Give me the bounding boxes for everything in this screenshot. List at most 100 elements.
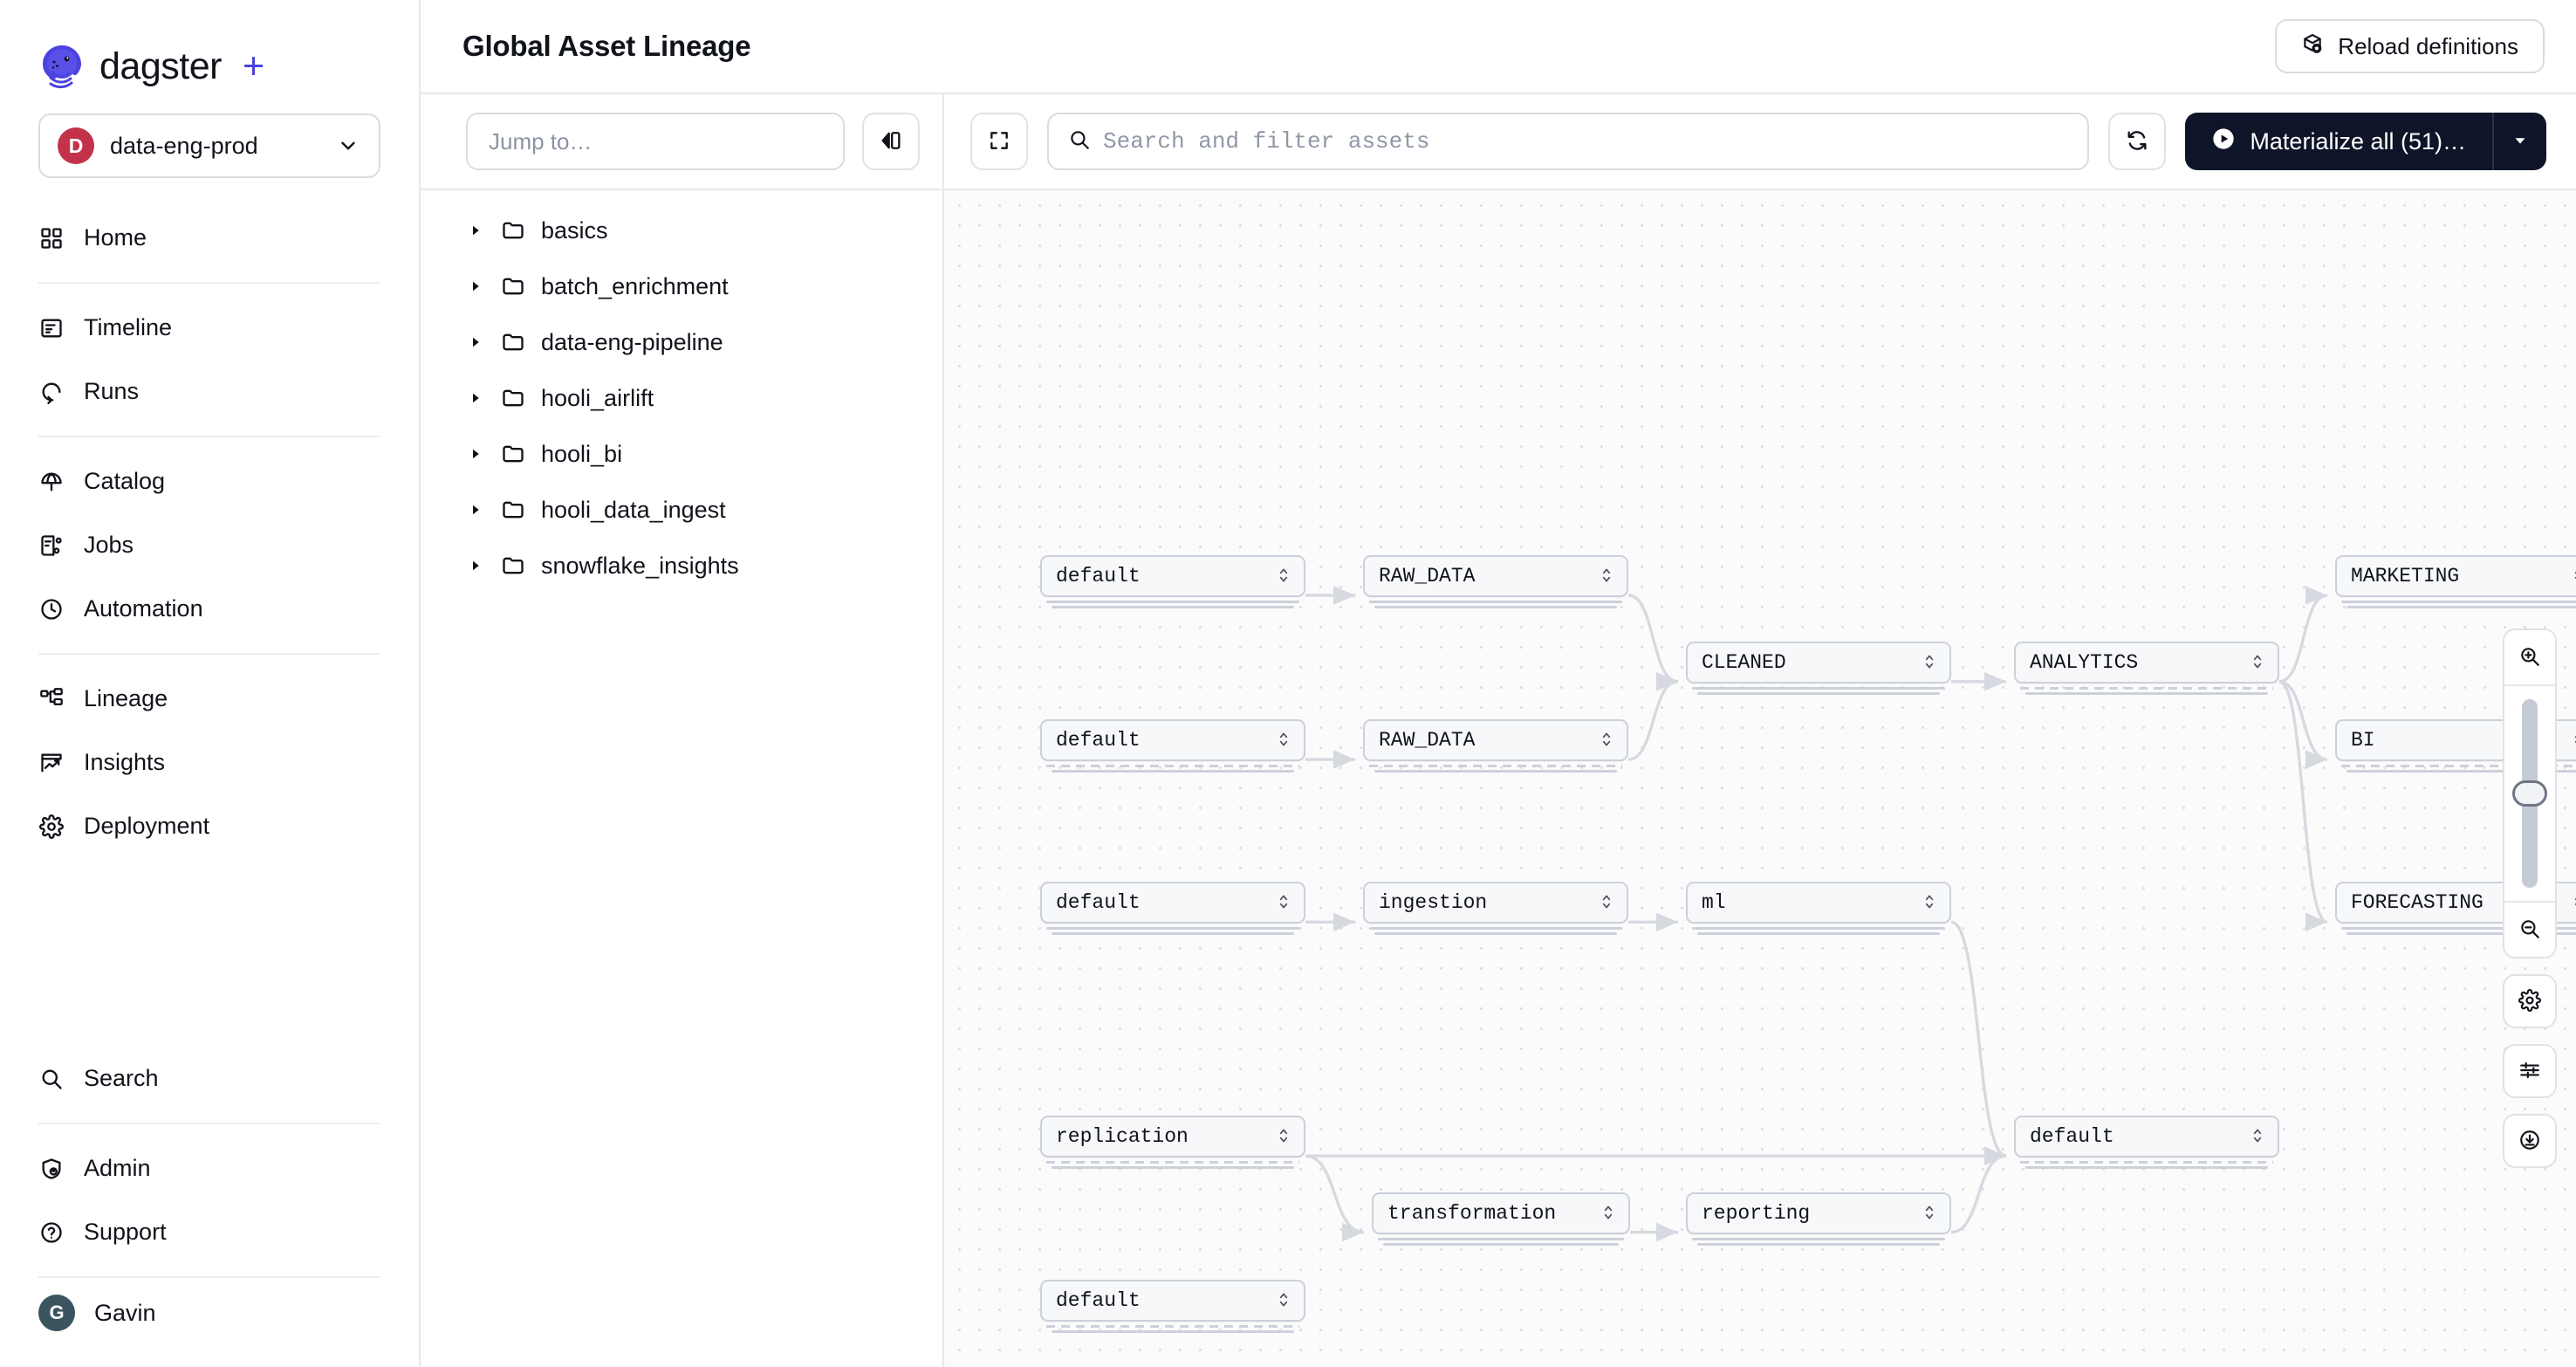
expand-collapse-icon[interactable] <box>1278 1125 1291 1148</box>
tree-item-hooli-bi[interactable]: hooli_bi <box>421 426 942 482</box>
lineage-node[interactable]: MARKETING <box>2335 555 2576 597</box>
expand-collapse-icon[interactable] <box>1600 565 1614 587</box>
refresh-button[interactable] <box>2108 113 2167 170</box>
expand-collapse-icon[interactable] <box>1278 565 1291 587</box>
lineage-node-stack-line <box>1052 1330 1294 1334</box>
zoom-slider[interactable] <box>2504 686 2555 901</box>
expand-collapse-icon[interactable] <box>1923 1202 1937 1225</box>
expand-collapse-icon[interactable] <box>1278 1289 1291 1312</box>
sidebar-item-search[interactable]: Search <box>0 1047 419 1110</box>
clock-icon <box>38 596 65 622</box>
expand-collapse-icon[interactable] <box>2573 565 2576 587</box>
sidebar-item-runs[interactable]: Runs <box>0 360 419 423</box>
caret-right-icon[interactable] <box>466 277 485 296</box>
fullscreen-button[interactable] <box>970 113 1028 170</box>
jump-to-input[interactable] <box>466 113 845 170</box>
expand-collapse-icon[interactable] <box>1278 891 1291 914</box>
lineage-node-stack-line <box>1697 932 1940 936</box>
lineage-node[interactable]: RAW_DATA <box>1363 555 1628 597</box>
lineage-node[interactable]: ANALYTICS <box>2014 641 2279 684</box>
tree-item-snowflake-insights[interactable]: snowflake_insights <box>421 538 942 594</box>
lineage-edge <box>1305 1154 1365 1242</box>
graph-filters-button[interactable] <box>2503 1044 2557 1098</box>
lineage-node[interactable]: default <box>1040 719 1305 762</box>
tree-item-data-eng-pipeline[interactable]: data-eng-pipeline <box>421 314 942 370</box>
lineage-node[interactable]: CLEANED <box>1686 641 1951 684</box>
tree-item-label: basics <box>541 216 608 244</box>
tree-item-hooli-data-ingest[interactable]: hooli_data_ingest <box>421 482 942 538</box>
sidebar-item-jobs[interactable]: Jobs <box>0 513 419 577</box>
lineage-node-stack-line <box>1046 927 1299 931</box>
lineage-node-stack-line <box>1369 601 1622 603</box>
brand-logo-row[interactable]: dagster + <box>0 0 419 94</box>
caret-right-icon[interactable] <box>466 388 485 408</box>
graph-settings-button[interactable] <box>2503 974 2557 1028</box>
asset-search-box[interactable] <box>1047 113 2090 170</box>
lineage-edge <box>1627 594 1679 691</box>
zoom-in-button[interactable] <box>2504 630 2555 684</box>
avatar: G <box>38 1295 75 1331</box>
sidebar-item-timeline[interactable]: Timeline <box>0 296 419 360</box>
caret-right-icon[interactable] <box>466 444 485 464</box>
lineage-node[interactable]: replication <box>1040 1116 1305 1158</box>
lineage-node-stack-line <box>1697 1242 1940 1246</box>
expand-collapse-icon[interactable] <box>1600 891 1614 914</box>
expand-collapse-icon[interactable] <box>2573 891 2576 914</box>
tree-item-label: hooli_data_ingest <box>541 496 726 523</box>
sidebar-item-insights[interactable]: Insights <box>0 731 419 794</box>
sidebar-item-lineage[interactable]: Lineage <box>0 667 419 731</box>
tree-item-basics[interactable]: basics <box>421 203 942 258</box>
expand-collapse-icon[interactable] <box>1600 729 1614 752</box>
sidebar-item-label: Lineage <box>84 685 168 711</box>
expand-collapse-icon[interactable] <box>1602 1202 1616 1225</box>
search-input[interactable] <box>1103 128 2069 155</box>
graph-download-button[interactable] <box>2503 1114 2557 1168</box>
sidebar-item-deployment[interactable]: Deployment <box>0 794 419 858</box>
sidebar-item-home[interactable]: Home <box>0 206 419 270</box>
deployment-picker[interactable]: D data-eng-prod <box>38 113 380 178</box>
divider <box>2504 901 2555 903</box>
caret-right-icon[interactable] <box>466 333 485 352</box>
caret-right-icon[interactable] <box>466 556 485 575</box>
lineage-node[interactable]: default <box>2014 1116 2279 1158</box>
zoom-out-button[interactable] <box>2504 903 2555 957</box>
zoom-slider-thumb[interactable] <box>2512 780 2547 807</box>
lineage-node-stack-line <box>1052 932 1294 936</box>
reload-definitions-button[interactable]: Reload definitions <box>2275 19 2545 73</box>
lineage-node-stack-line <box>2346 770 2576 773</box>
materialize-options-button[interactable] <box>2492 113 2546 170</box>
expand-collapse-icon[interactable] <box>2573 729 2576 752</box>
expand-collapse-icon[interactable] <box>2251 1125 2265 1148</box>
lineage-node[interactable]: default <box>1040 1280 1305 1322</box>
tree-item-hooli-airlift[interactable]: hooli_airlift <box>421 370 942 426</box>
lineage-node[interactable]: default <box>1040 882 1305 924</box>
expand-collapse-icon[interactable] <box>1278 729 1291 752</box>
lineage-node[interactable]: RAW_DATA <box>1363 719 1628 762</box>
expand-collapse-icon[interactable] <box>2251 651 2265 674</box>
user-menu[interactable]: G Gavin <box>0 1278 419 1348</box>
lineage-node-label: CLEANED <box>1702 650 1786 674</box>
sidebar-item-catalog[interactable]: Catalog <box>0 450 419 513</box>
sidebar-item-admin[interactable]: Admin <box>0 1137 419 1200</box>
reload-definitions-label: Reload definitions <box>2338 32 2518 59</box>
nav-divider <box>38 1276 380 1278</box>
deployment-name: data-eng-prod <box>110 132 258 159</box>
tree-item-batch-enrichment[interactable]: batch_enrichment <box>421 258 942 314</box>
lineage-node[interactable]: ingestion <box>1363 882 1628 924</box>
lineage-node[interactable]: default <box>1040 555 1305 597</box>
caret-right-icon[interactable] <box>466 221 485 240</box>
sidebar-bottom: Search Admin Support <box>0 1034 419 1367</box>
sidebar-item-automation[interactable]: Automation <box>0 577 419 641</box>
lineage-node[interactable]: transformation <box>1372 1192 1630 1234</box>
materialize-all-button[interactable]: Materialize all (51)… <box>2185 113 2492 170</box>
expand-collapse-icon[interactable] <box>1923 891 1937 914</box>
expand-collapse-icon[interactable] <box>1923 651 1937 674</box>
sidebar-item-support[interactable]: Support <box>0 1200 419 1264</box>
caret-right-icon[interactable] <box>466 500 485 519</box>
lineage-node[interactable]: reporting <box>1686 1192 1951 1234</box>
collapse-left-panel-button[interactable] <box>862 113 920 170</box>
toolbar: Materialize all (51)… <box>421 93 2576 190</box>
lineage-node-stack-line <box>2346 932 2576 936</box>
lineage-node[interactable]: ml <box>1686 882 1951 924</box>
